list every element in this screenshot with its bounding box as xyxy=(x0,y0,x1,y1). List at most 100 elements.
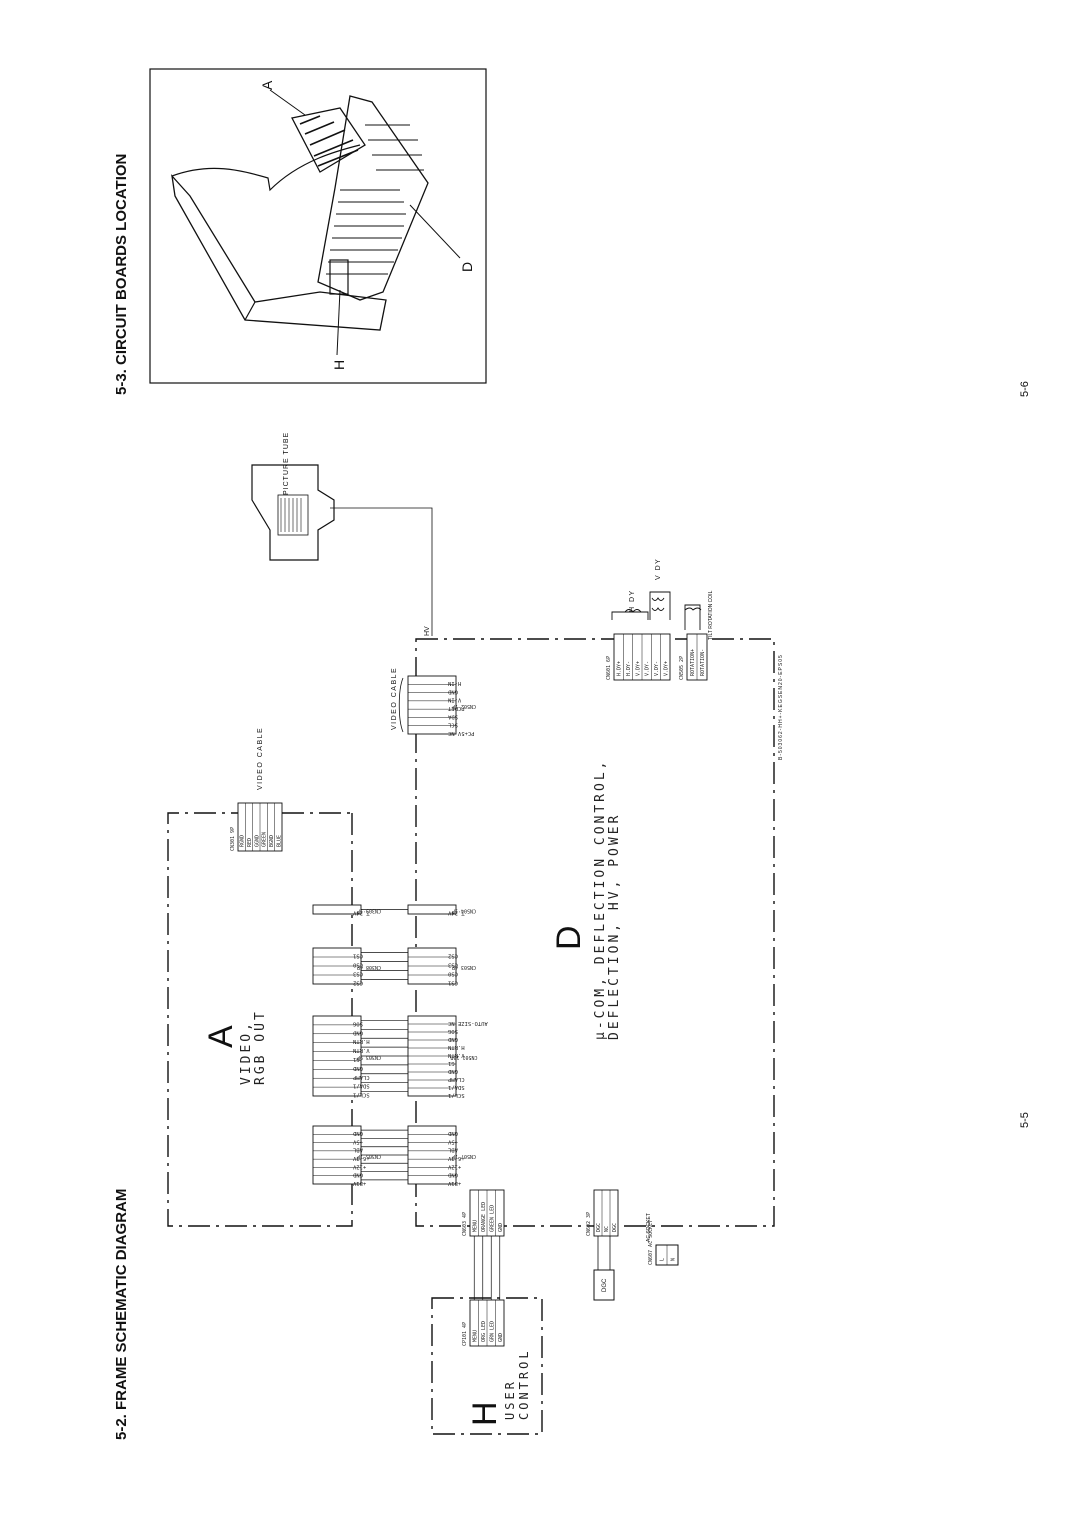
connector-name: CN603 4P xyxy=(462,1212,468,1236)
circuit-boards-location-title: 5-3. CIRCUIT BOARDS LOCATION xyxy=(113,154,130,395)
pin-label: +6.3V xyxy=(447,1155,464,1161)
pin-label: GGND xyxy=(254,835,260,847)
svg-text:V DY: V DY xyxy=(655,558,662,580)
location-label-h: H xyxy=(331,360,347,370)
pin-label: GND xyxy=(448,1172,458,1178)
pin-label: SCL xyxy=(447,722,458,728)
pin-label: CS0 xyxy=(448,971,458,977)
connector-name: CN503 4P xyxy=(452,964,476,970)
svg-text:D: D xyxy=(550,925,588,950)
pin-label: N xyxy=(671,1258,677,1261)
pin-label: SDA/1 xyxy=(448,1084,465,1090)
connector-name: CN308 4P xyxy=(357,964,381,970)
pin-label: ORG LED xyxy=(481,1321,487,1342)
pin-label: V.DY- xyxy=(645,661,651,676)
dgc-unit: DGC xyxy=(593,1236,615,1301)
picture-tube: PICTURE TUBE xyxy=(251,432,335,561)
pin-label: CLAMP xyxy=(352,1074,369,1080)
pin-label: ROTATION- xyxy=(700,649,706,676)
pin-label: DGC xyxy=(612,1223,618,1232)
pin-label: GND xyxy=(448,1130,458,1136)
pin-label: RED xyxy=(247,838,253,847)
pin-label: MENU xyxy=(472,1220,478,1232)
pin-label: GREEN LED xyxy=(489,1205,495,1232)
pin-label: GREEN xyxy=(262,832,268,847)
pin-label: NC xyxy=(604,1226,610,1232)
svg-text:AC SOCKET: AC SOCKET xyxy=(646,1213,652,1242)
connector-name: CN305 7P xyxy=(357,1153,381,1159)
pin-label: SDA/1 xyxy=(353,1083,370,1089)
pin-label: GND xyxy=(353,1065,363,1071)
location-illustration: A D H xyxy=(149,68,487,384)
connector-name: CN502 7P xyxy=(452,703,476,709)
pin-label: CS3 xyxy=(353,971,363,977)
wires xyxy=(361,909,501,1300)
ac-socket: AC SOCKET xyxy=(646,1213,679,1266)
pin-label: H.RTN xyxy=(448,1044,465,1050)
board-d-label: D μ-COM, DEFLECTION CONTROL, DEFLECTION,… xyxy=(550,759,622,1041)
pin-label: BGND xyxy=(269,835,275,847)
pin-label: CS2 xyxy=(448,953,458,959)
pin-label: G1 xyxy=(353,1056,360,1062)
pin-label: AUTO-SIZE NC xyxy=(448,1020,488,1026)
connector-name: CN303 9P xyxy=(357,1054,381,1060)
picture-tube-label: PICTURE TUBE xyxy=(283,432,290,495)
frame-schematic-title: 5-2. FRAME SCHEMATIC DIAGRAM xyxy=(113,1189,130,1440)
pin-label: CS3 xyxy=(448,962,458,968)
pin-label: MENU xyxy=(472,1330,478,1342)
svg-text:H: H xyxy=(466,1401,504,1426)
pin-label: SCL/1 xyxy=(353,1092,370,1098)
pin-label: H-IN xyxy=(448,680,461,686)
pin-label: +6.3V xyxy=(352,1155,369,1161)
deflection-yoke: H DY V DY TILT ROTATION COIL xyxy=(611,558,714,640)
pin-label: CS2 xyxy=(353,980,363,986)
svg-text:TILT ROTATION COIL: TILT ROTATION COIL xyxy=(708,590,714,640)
hv-label: HV xyxy=(424,626,431,636)
connector-name: CN309 1P xyxy=(357,908,381,914)
svg-text:CONTROL: CONTROL xyxy=(517,1348,531,1420)
svg-text:USER: USER xyxy=(503,1379,517,1420)
pin-label: H.DY- xyxy=(626,661,632,676)
pin-label: +81V xyxy=(447,1180,461,1186)
svg-text:VIDEO,: VIDEO, xyxy=(239,1020,254,1085)
svg-text:H DY: H DY xyxy=(629,589,636,612)
board-a-label: A VIDEO, RGB OUT xyxy=(202,1009,268,1085)
connector-name: CN505 2P xyxy=(679,656,685,680)
video-cable-label-a: VIDEO CABLE xyxy=(257,727,264,790)
pin-label: H.DY+ xyxy=(617,661,623,676)
svg-text:DEFLECTION, HV, POWER: DEFLECTION, HV, POWER xyxy=(607,813,622,1040)
connector-name: CN301 9P xyxy=(230,827,236,851)
pin-label: SOG xyxy=(353,1020,363,1026)
svg-text:μ-COM, DEFLECTION CONTROL,: μ-COM, DEFLECTION CONTROL, xyxy=(593,759,608,1041)
connector-cn601: H.DY+H.DY-V.DY+V.DY-V.DY-V.DY+CN601 6P xyxy=(606,633,671,681)
pin-label: L xyxy=(660,1258,666,1261)
connector-name: CN601 6P xyxy=(606,656,612,680)
board-h-frame xyxy=(431,1297,543,1435)
pin-label: GND xyxy=(498,1223,504,1232)
pin-label: SDA xyxy=(447,713,458,719)
svg-text:RGB OUT: RGB OUT xyxy=(253,1009,268,1085)
svg-text:DGC: DGC xyxy=(602,1278,608,1292)
pin-label: GND xyxy=(448,688,458,694)
pin-label: +12V xyxy=(447,1163,461,1169)
pin-label: BLUE xyxy=(276,835,282,847)
pin-label: DGC xyxy=(596,1223,602,1232)
part-number: B-503062-HH+-KEGSEN20-EPS05 xyxy=(778,654,784,760)
pin-label: ABL xyxy=(447,1147,458,1153)
pin-label: CS1 xyxy=(448,980,458,986)
pin-label: SOG xyxy=(448,1028,458,1034)
pin-label: V.DY+ xyxy=(635,661,641,676)
pin-label: CS1 xyxy=(353,953,363,959)
connector-name: CN501 10P xyxy=(450,1054,477,1060)
pin-label: V.RTN xyxy=(448,1052,465,1058)
pin-label: +81V xyxy=(352,1180,366,1186)
